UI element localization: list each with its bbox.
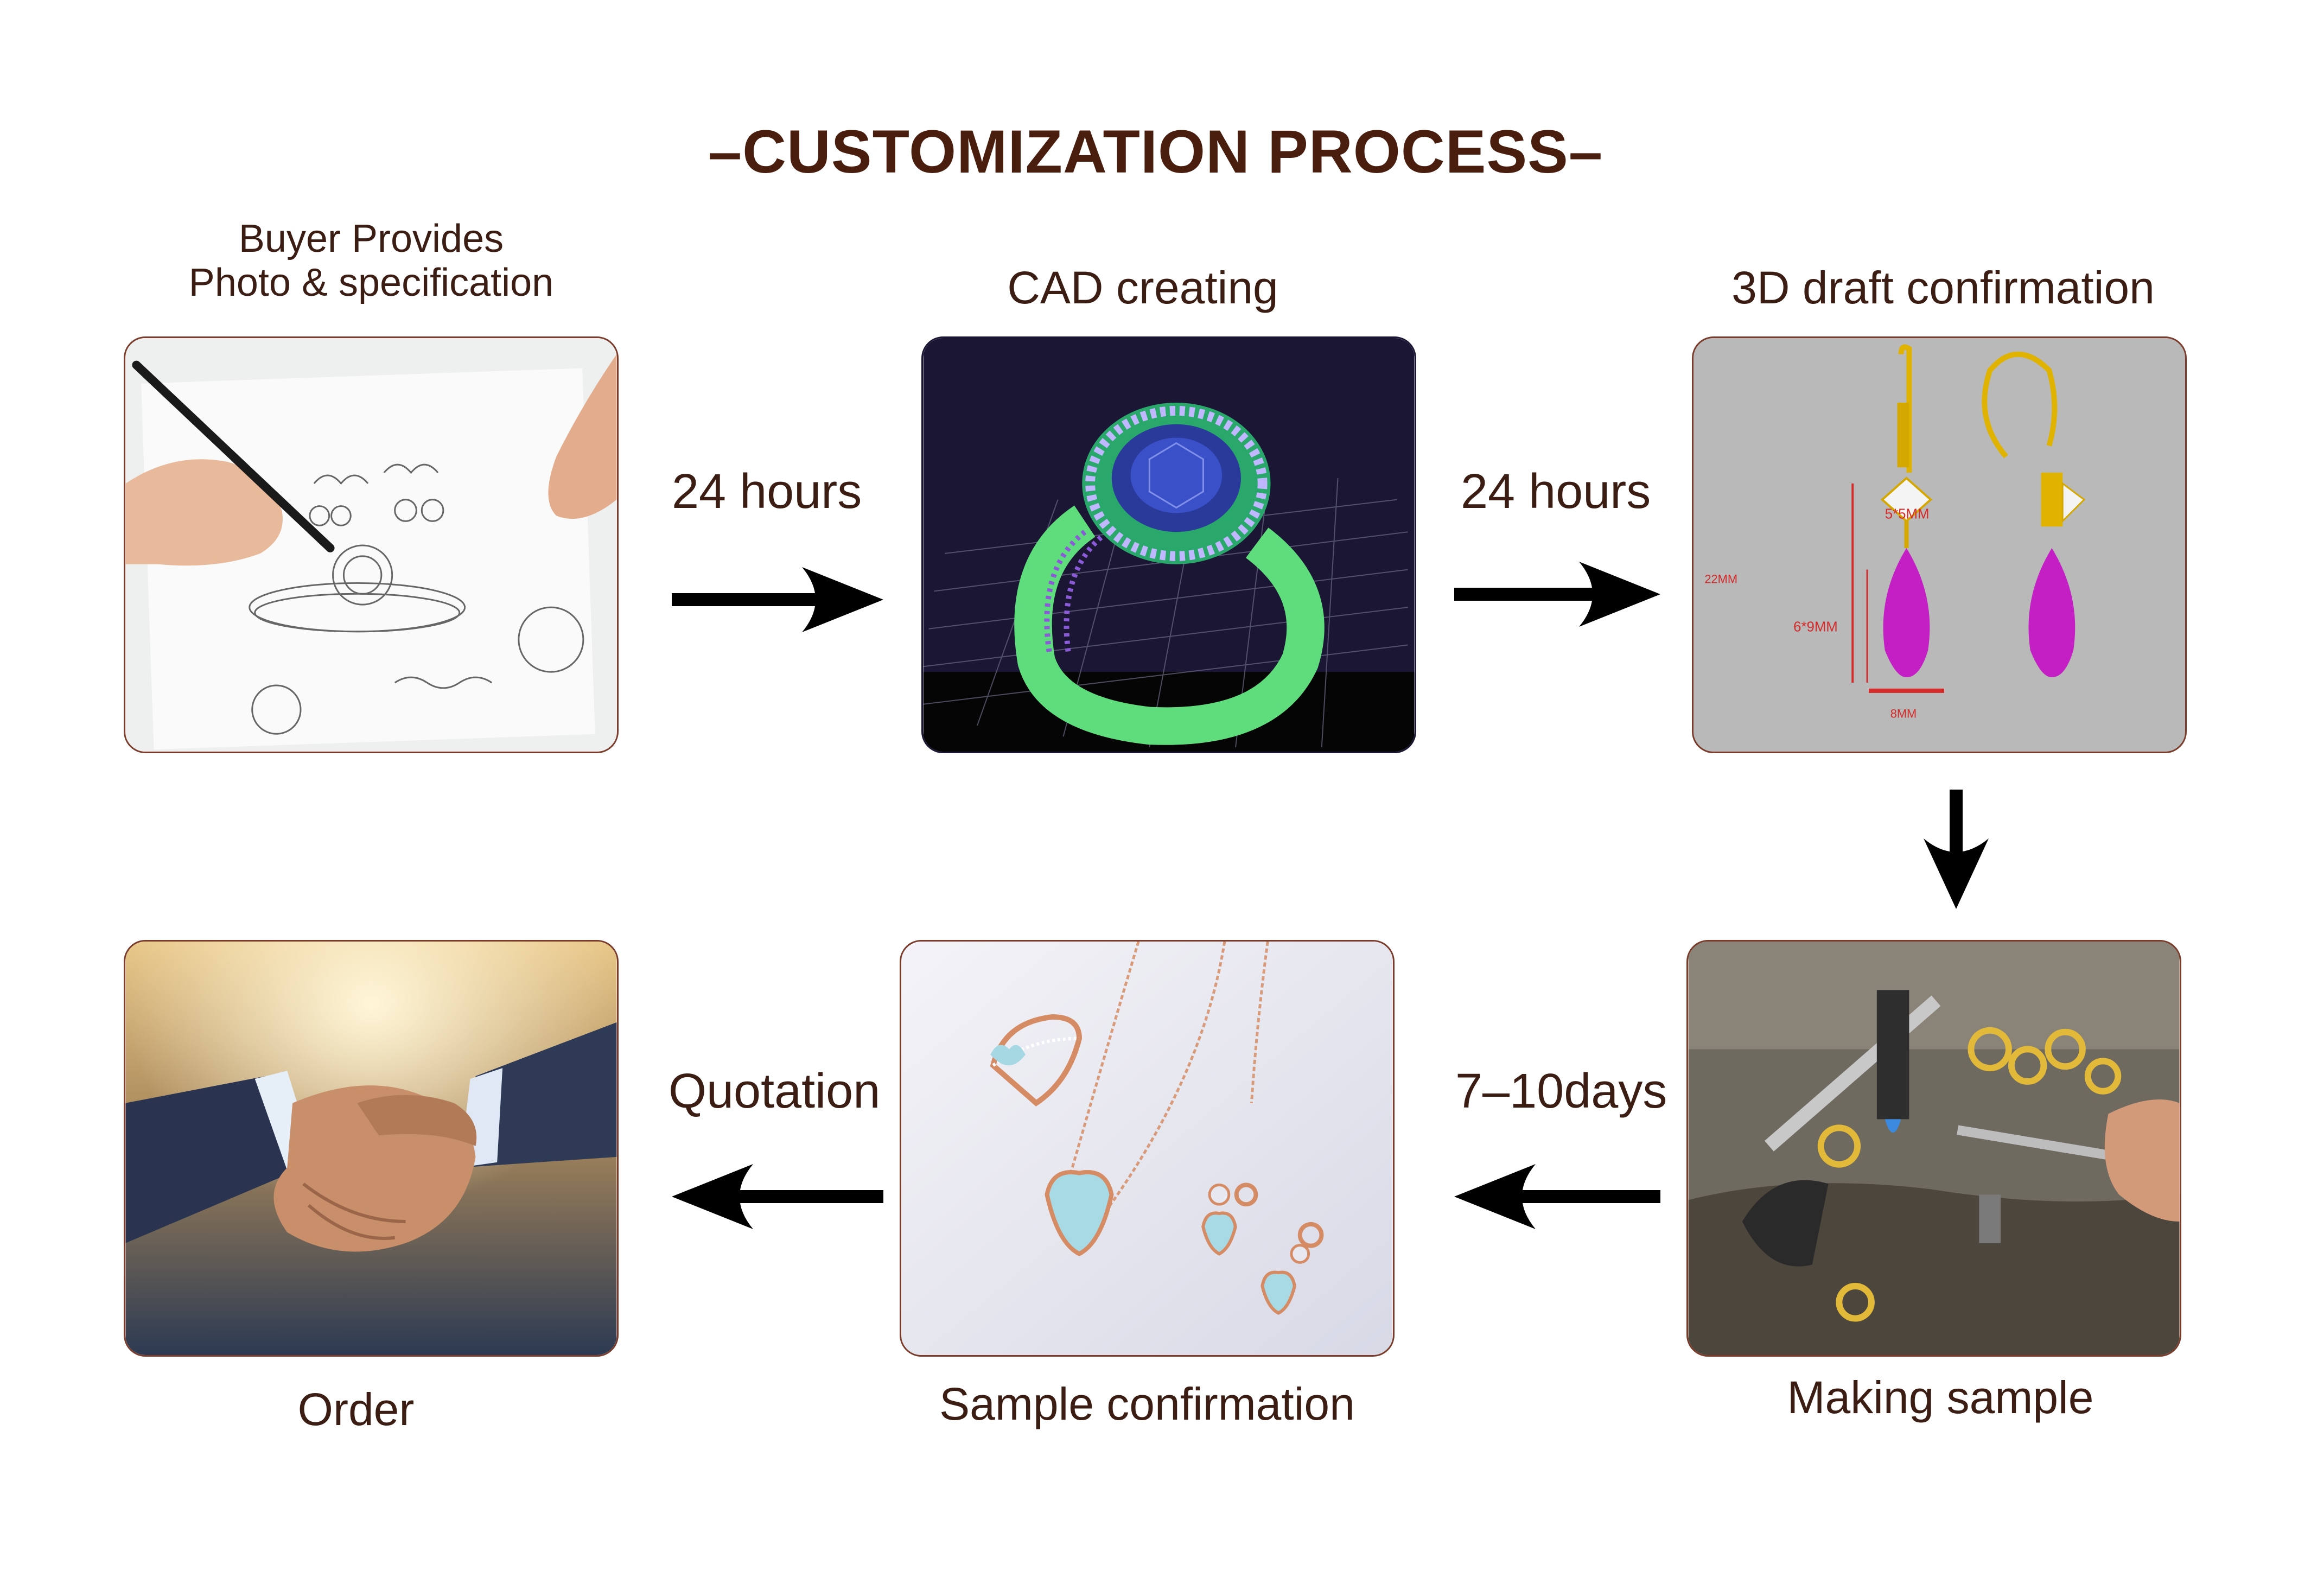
page-title: –CUSTOMIZATION PROCESS– [708, 118, 1603, 186]
transition-1-label: 24 hours [672, 465, 862, 519]
transition-5-label: Quotation [669, 1064, 881, 1118]
handshake-illustration [125, 942, 617, 1355]
drop-size-annotation: 6*9MM [1793, 620, 1838, 635]
sample-jewelry-illustration [901, 942, 1393, 1355]
width-annotation: 8MM [1890, 707, 1917, 720]
arrow-left-icon [672, 1164, 883, 1229]
cad-ring-illustration [923, 338, 1415, 752]
arrow-right-icon [672, 567, 883, 632]
step-4-image-making-sample [1686, 940, 2181, 1357]
arrow-left-icon [1454, 1164, 1660, 1229]
arrow-right-icon [1454, 562, 1660, 627]
arrow-down-icon [1924, 790, 1989, 909]
step-1-image-sketch [124, 336, 619, 753]
sketch-illustration [125, 338, 617, 752]
transition-2-label: 24 hours [1461, 465, 1651, 519]
step-2-label: CAD creating [1007, 262, 1278, 313]
step-5-label: Sample confirmation [939, 1378, 1355, 1429]
step-4-label: Making sample [1787, 1372, 2094, 1423]
step-1-label-line2: Photo & specification [188, 260, 554, 304]
step-6-label: Order [297, 1384, 415, 1435]
step-6-image-handshake [124, 940, 619, 1357]
transition-4-label: 7–10days [1455, 1064, 1667, 1118]
workbench-illustration [1688, 942, 2180, 1355]
earring-draft-illustration: 5*5MM 22MM 6*9MM 8MM [1694, 338, 2185, 752]
step-5-image-sample [900, 940, 1395, 1357]
step-3-image-3d-draft: 5*5MM 22MM 6*9MM 8MM [1692, 336, 2187, 753]
step-1-label: Buyer Provides Photo & specification [124, 217, 619, 304]
step-2-image-cad-ring [921, 336, 1416, 753]
stone-size-annotation: 5*5MM [1885, 506, 1930, 522]
step-1-label-line1: Buyer Provides [238, 217, 504, 260]
step-3-label: 3D draft confirmation [1731, 262, 2155, 313]
length-annotation: 22MM [1704, 572, 1737, 586]
